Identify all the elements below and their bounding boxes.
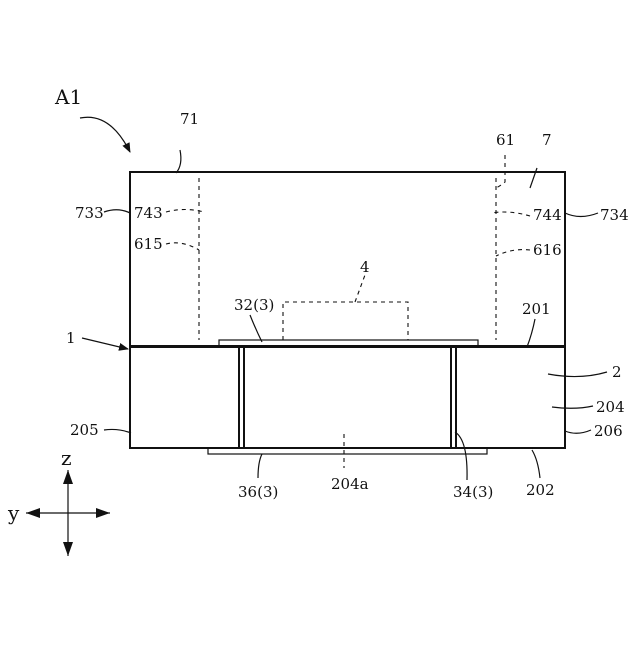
label-32-3: 32(3) xyxy=(234,296,274,314)
label-206: 206 xyxy=(594,422,623,440)
leader-743 xyxy=(166,210,204,213)
label-205: 205 xyxy=(70,421,99,439)
label-734: 734 xyxy=(600,206,629,224)
label-4: 4 xyxy=(360,258,370,276)
leader-744 xyxy=(491,212,530,216)
label-7: 7 xyxy=(542,131,552,149)
label-34-3: 34(3) xyxy=(453,483,493,501)
leader-71 xyxy=(176,150,181,173)
leader-734 xyxy=(565,213,598,217)
leader-32 xyxy=(250,315,262,342)
hidden-bracket-4 xyxy=(283,302,408,340)
substrate-block-2 xyxy=(130,346,565,448)
label-743: 743 xyxy=(134,204,163,222)
label-1: 1 xyxy=(66,329,76,347)
label-202: 202 xyxy=(526,481,555,499)
cover-block-7 xyxy=(130,172,565,347)
label-204: 204 xyxy=(596,398,625,416)
leader-arrow-A1 xyxy=(80,117,130,152)
label-A1: A1 xyxy=(54,85,82,109)
axis-label-y: y xyxy=(7,501,20,525)
leader-206 xyxy=(565,430,591,433)
label-616: 616 xyxy=(533,241,562,259)
leader-202 xyxy=(532,450,540,478)
label-2: 2 xyxy=(612,363,622,381)
label-204a: 204a xyxy=(331,475,369,493)
axis-label-z: z xyxy=(61,446,72,470)
label-36-3: 36(3) xyxy=(238,483,278,501)
leader-201 xyxy=(527,319,535,347)
leader-616 xyxy=(496,250,530,256)
leader-36 xyxy=(258,454,262,478)
z-arrow-up-icon xyxy=(63,470,73,484)
label-615: 615 xyxy=(134,235,163,253)
label-61: 61 xyxy=(496,131,515,149)
inner-component xyxy=(244,346,451,448)
label-71: 71 xyxy=(180,110,199,128)
leader-204 xyxy=(552,406,593,408)
leader-205 xyxy=(104,429,131,433)
y-arrow-right-icon xyxy=(96,508,110,518)
leader-2 xyxy=(548,372,607,377)
leader-arrow-1 xyxy=(82,338,128,349)
z-arrow-down-icon xyxy=(63,542,73,556)
label-201: 201 xyxy=(522,300,551,318)
leader-4 xyxy=(355,275,365,302)
left-wall xyxy=(239,346,244,448)
label-733: 733 xyxy=(75,204,104,222)
y-arrow-left-icon xyxy=(26,508,40,518)
leader-615 xyxy=(166,243,199,250)
leader-733 xyxy=(104,210,130,213)
label-744: 744 xyxy=(533,206,562,224)
